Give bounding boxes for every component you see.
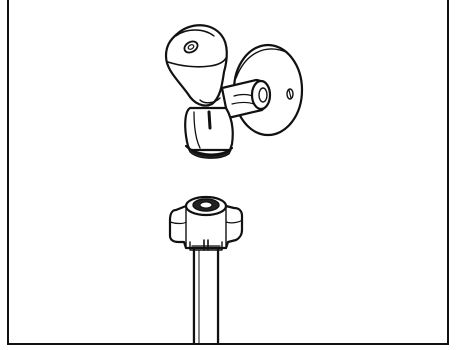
coupling-wing-nut [168, 204, 244, 251]
tap-spout [184, 106, 234, 159]
frame-right-border [447, 0, 449, 345]
frame-bottom-border [7, 343, 449, 345]
tap-body-coupling [220, 78, 272, 120]
coupling-opening [184, 195, 228, 217]
hose-pipe [192, 244, 220, 345]
frame-left-border [7, 0, 9, 345]
tap-lever-handle [164, 24, 228, 107]
hose-connector [168, 195, 244, 345]
wall-tap [164, 24, 304, 159]
